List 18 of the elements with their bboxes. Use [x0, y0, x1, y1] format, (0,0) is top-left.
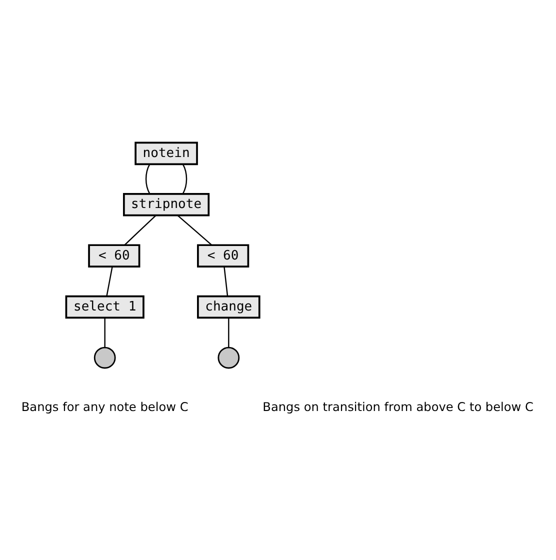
node-box: notein	[134, 141, 198, 165]
label: Bangs for any note below C	[21, 400, 188, 414]
connector	[145, 164, 150, 194]
node-box: < 60	[88, 244, 140, 267]
connector	[106, 266, 113, 296]
connector	[224, 266, 228, 296]
node-box: stripnote	[123, 192, 210, 216]
node-box: change	[197, 294, 260, 318]
node-box: < 60	[197, 244, 250, 267]
connector	[228, 317, 230, 347]
label: Bangs on transition from above C to below C	[262, 400, 534, 414]
node-circle	[218, 346, 240, 368]
connector	[177, 214, 212, 245]
node-box: select 1	[65, 294, 144, 318]
connector	[182, 164, 188, 194]
connector	[124, 214, 156, 245]
node-circle	[94, 346, 116, 368]
connector	[104, 317, 106, 347]
